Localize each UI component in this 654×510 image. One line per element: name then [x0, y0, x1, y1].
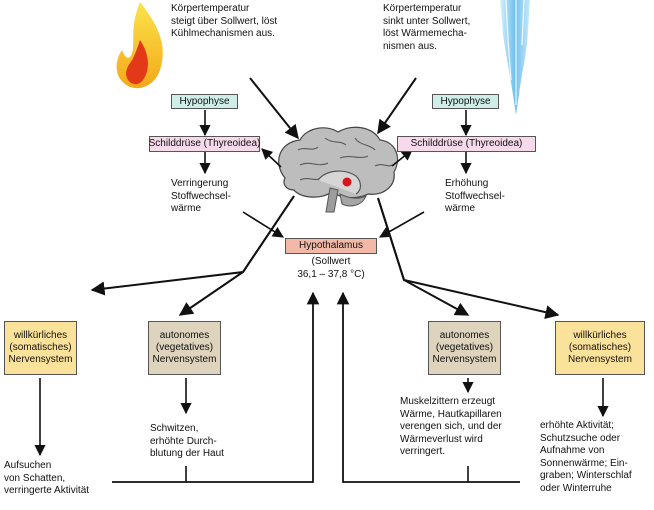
cold-description: Körpertemperatur sinkt unter Sollwert, l… [383, 3, 471, 52]
increased-activity-response: erhöhte Aktivität; Schutzsuche oder Aufn… [540, 420, 632, 494]
thyroid-right-box: Schilddrüse (Thyreoidea) [397, 136, 536, 152]
seek-shade-response: Aufsuchen von Schatten, verringerte Akti… [4, 460, 90, 496]
hypophyse-left-box: Hypophyse [171, 94, 238, 109]
arrow-to-left-autonomic [178, 195, 295, 316]
thyroid-left-box: Schilddrüse (Thyreoidea) [149, 136, 260, 152]
right-autonomic-nervous-system: autonomes (vegetatives) Nervensystem [428, 321, 501, 375]
decrease-metabolic-heat: Verringerung Stoffwechsel- wärme [171, 178, 231, 214]
arrow-cold-to-brain [377, 77, 417, 135]
left-autonomic-nervous-system: autonomes (vegetatives) Nervensystem [148, 321, 221, 375]
arrow-brain-to-thyroid-right [391, 149, 413, 167]
ice-icon [500, 0, 530, 115]
brain-icon [278, 126, 399, 213]
arrow-decrease-to-hypothalamus [242, 211, 284, 238]
feedback-warming [336, 291, 520, 483]
heat-description: Körpertemperatur steigt über Sollwert, l… [171, 3, 278, 39]
arrow-heat-to-brain [249, 77, 299, 140]
arrow-to-right-autonomic [377, 197, 470, 316]
arrow-brain-to-thyroid-left [261, 148, 282, 168]
hypothalamus-box: Hypothalamus [285, 238, 377, 254]
arrow-increase-to-hypothalamus [379, 211, 425, 238]
shivering-response: Muskelzittern erzeugt Wärme, Hautkapilla… [400, 396, 502, 457]
left-voluntary-nervous-system: willkürliches (somatisches) Nervensystem [4, 321, 77, 375]
feedback-cooling [112, 291, 320, 483]
right-voluntary-nervous-system: willkürliches (somatisches) Nervensystem [555, 321, 645, 375]
increase-metabolic-heat: Erhöhung Stoffwechsel- wärme [445, 178, 505, 214]
flame-icon [116, 2, 163, 89]
hypophyse-right-box: Hypophyse [432, 94, 499, 109]
arrow-to-right-voluntary [377, 197, 560, 320]
setpoint-label: (Sollwert 36,1 – 37,8 °C) [297, 256, 365, 280]
sweating-response: Schwitzen, erhöhte Durch- blutung der Ha… [150, 423, 224, 459]
